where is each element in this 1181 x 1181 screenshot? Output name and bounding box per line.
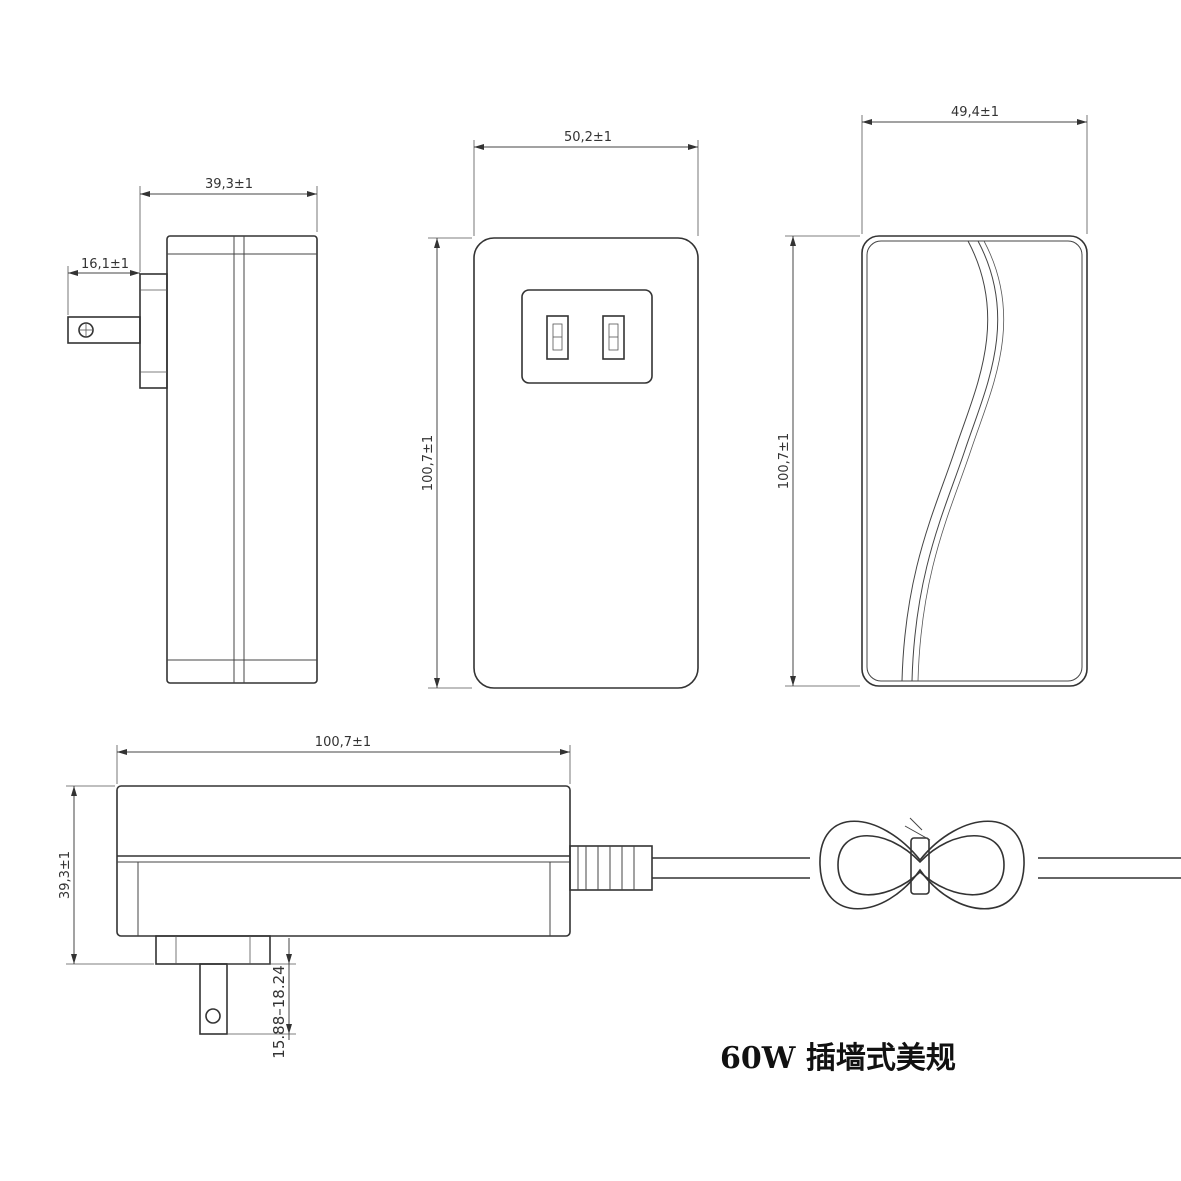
- back-width-label: 49,4±1: [951, 105, 999, 120]
- prong-spacing-label: 15.88–18.24: [270, 965, 288, 1058]
- bottom-height-label: 39,3±1: [58, 851, 73, 899]
- bottom-height-dimension: 39,3±1: [58, 785, 154, 965]
- bottom-length-label: 100,7±1: [315, 735, 371, 750]
- front-width-label: 50,2±1: [564, 130, 612, 145]
- cable-loop: [819, 817, 1025, 910]
- plug-prong-bottom: [199, 963, 228, 1035]
- back-height-dimension: 100,7±1: [777, 235, 860, 687]
- plug-base-bottom: [155, 935, 271, 965]
- strain-relief: [569, 845, 653, 891]
- prong-length-label: 16,1±1: [81, 257, 129, 272]
- back-width-dimension: 49,4±1: [861, 105, 1088, 234]
- prong-length-dimension: 16,1±1: [67, 257, 140, 315]
- front-view: [473, 237, 699, 689]
- back-view: [861, 235, 1088, 687]
- bottom-view: [116, 785, 1181, 1035]
- plug-base: [139, 273, 168, 389]
- drawing-title: 60W 插墙式美规: [720, 1041, 956, 1076]
- front-width-dimension: 50,2±1: [473, 130, 699, 236]
- side-view: [67, 235, 318, 684]
- plug-prong: [67, 316, 141, 344]
- front-height-dimension: 100,7±1: [421, 237, 472, 689]
- outlet-recess: [521, 289, 653, 384]
- side-width-label: 39,3±1: [205, 177, 253, 192]
- side-width-dimension: 39,3±1: [139, 177, 318, 272]
- prong-spacing-dimension: 15.88–18.24: [227, 938, 296, 1059]
- front-height-label: 100,7±1: [421, 435, 436, 491]
- bottom-length-dimension: 100,7±1: [116, 735, 571, 784]
- back-height-label: 100,7±1: [777, 433, 792, 489]
